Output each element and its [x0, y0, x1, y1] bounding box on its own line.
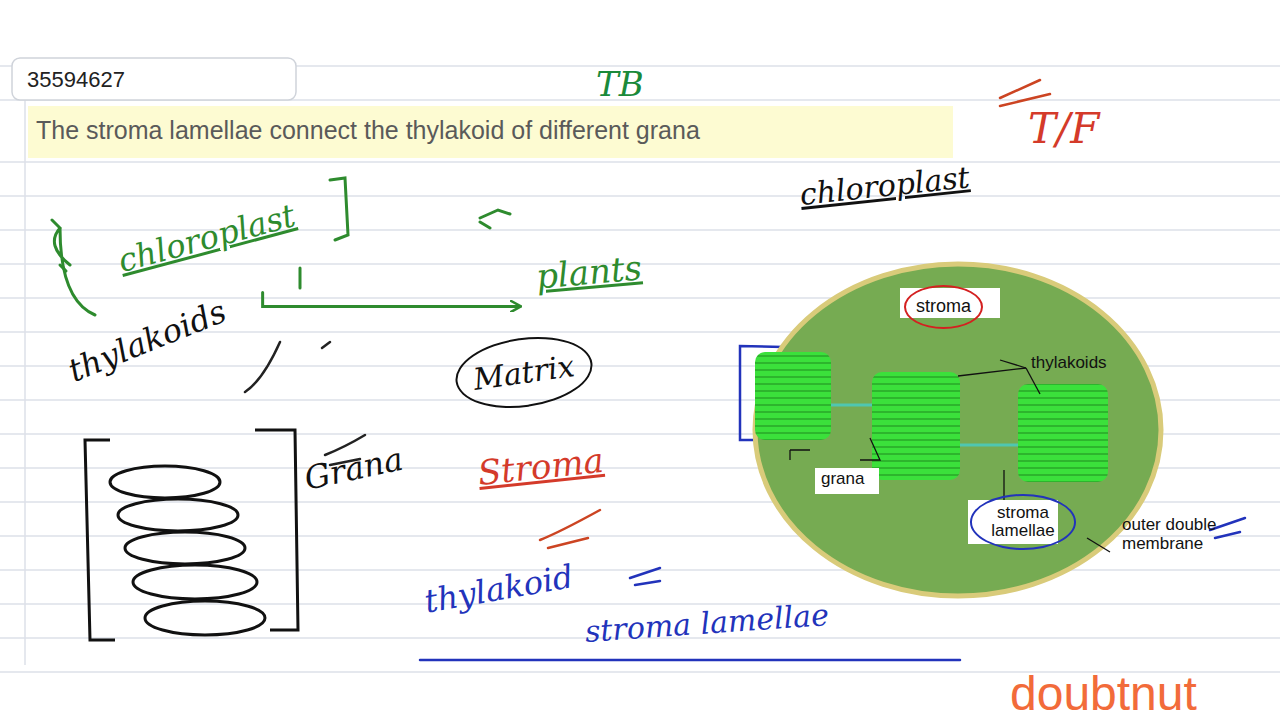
part-label: outer double membrane — [1122, 516, 1232, 553]
question-id: 35594627 — [27, 68, 125, 92]
node-text: stroma — [916, 297, 971, 317]
watermark-logo: doubtnut — [1010, 668, 1197, 720]
circled-part-label: stroma lamellae — [970, 494, 1076, 550]
part-label: thylakoids — [1031, 354, 1107, 373]
circled-part-label: stroma — [904, 285, 983, 329]
node-text: Matrix — [471, 349, 576, 396]
question-text: The stroma lamellae connect the thylakoi… — [36, 117, 700, 145]
handwritten-term: plants — [528, 243, 650, 302]
part-label: grana — [821, 470, 864, 489]
handwritten-note: TB — [596, 66, 644, 103]
node-text: stroma lamellae — [980, 504, 1066, 540]
handwritten-note: T/F — [1028, 106, 1099, 152]
node-text: plants — [535, 249, 644, 295]
handwritten-arrow — [263, 292, 520, 306]
